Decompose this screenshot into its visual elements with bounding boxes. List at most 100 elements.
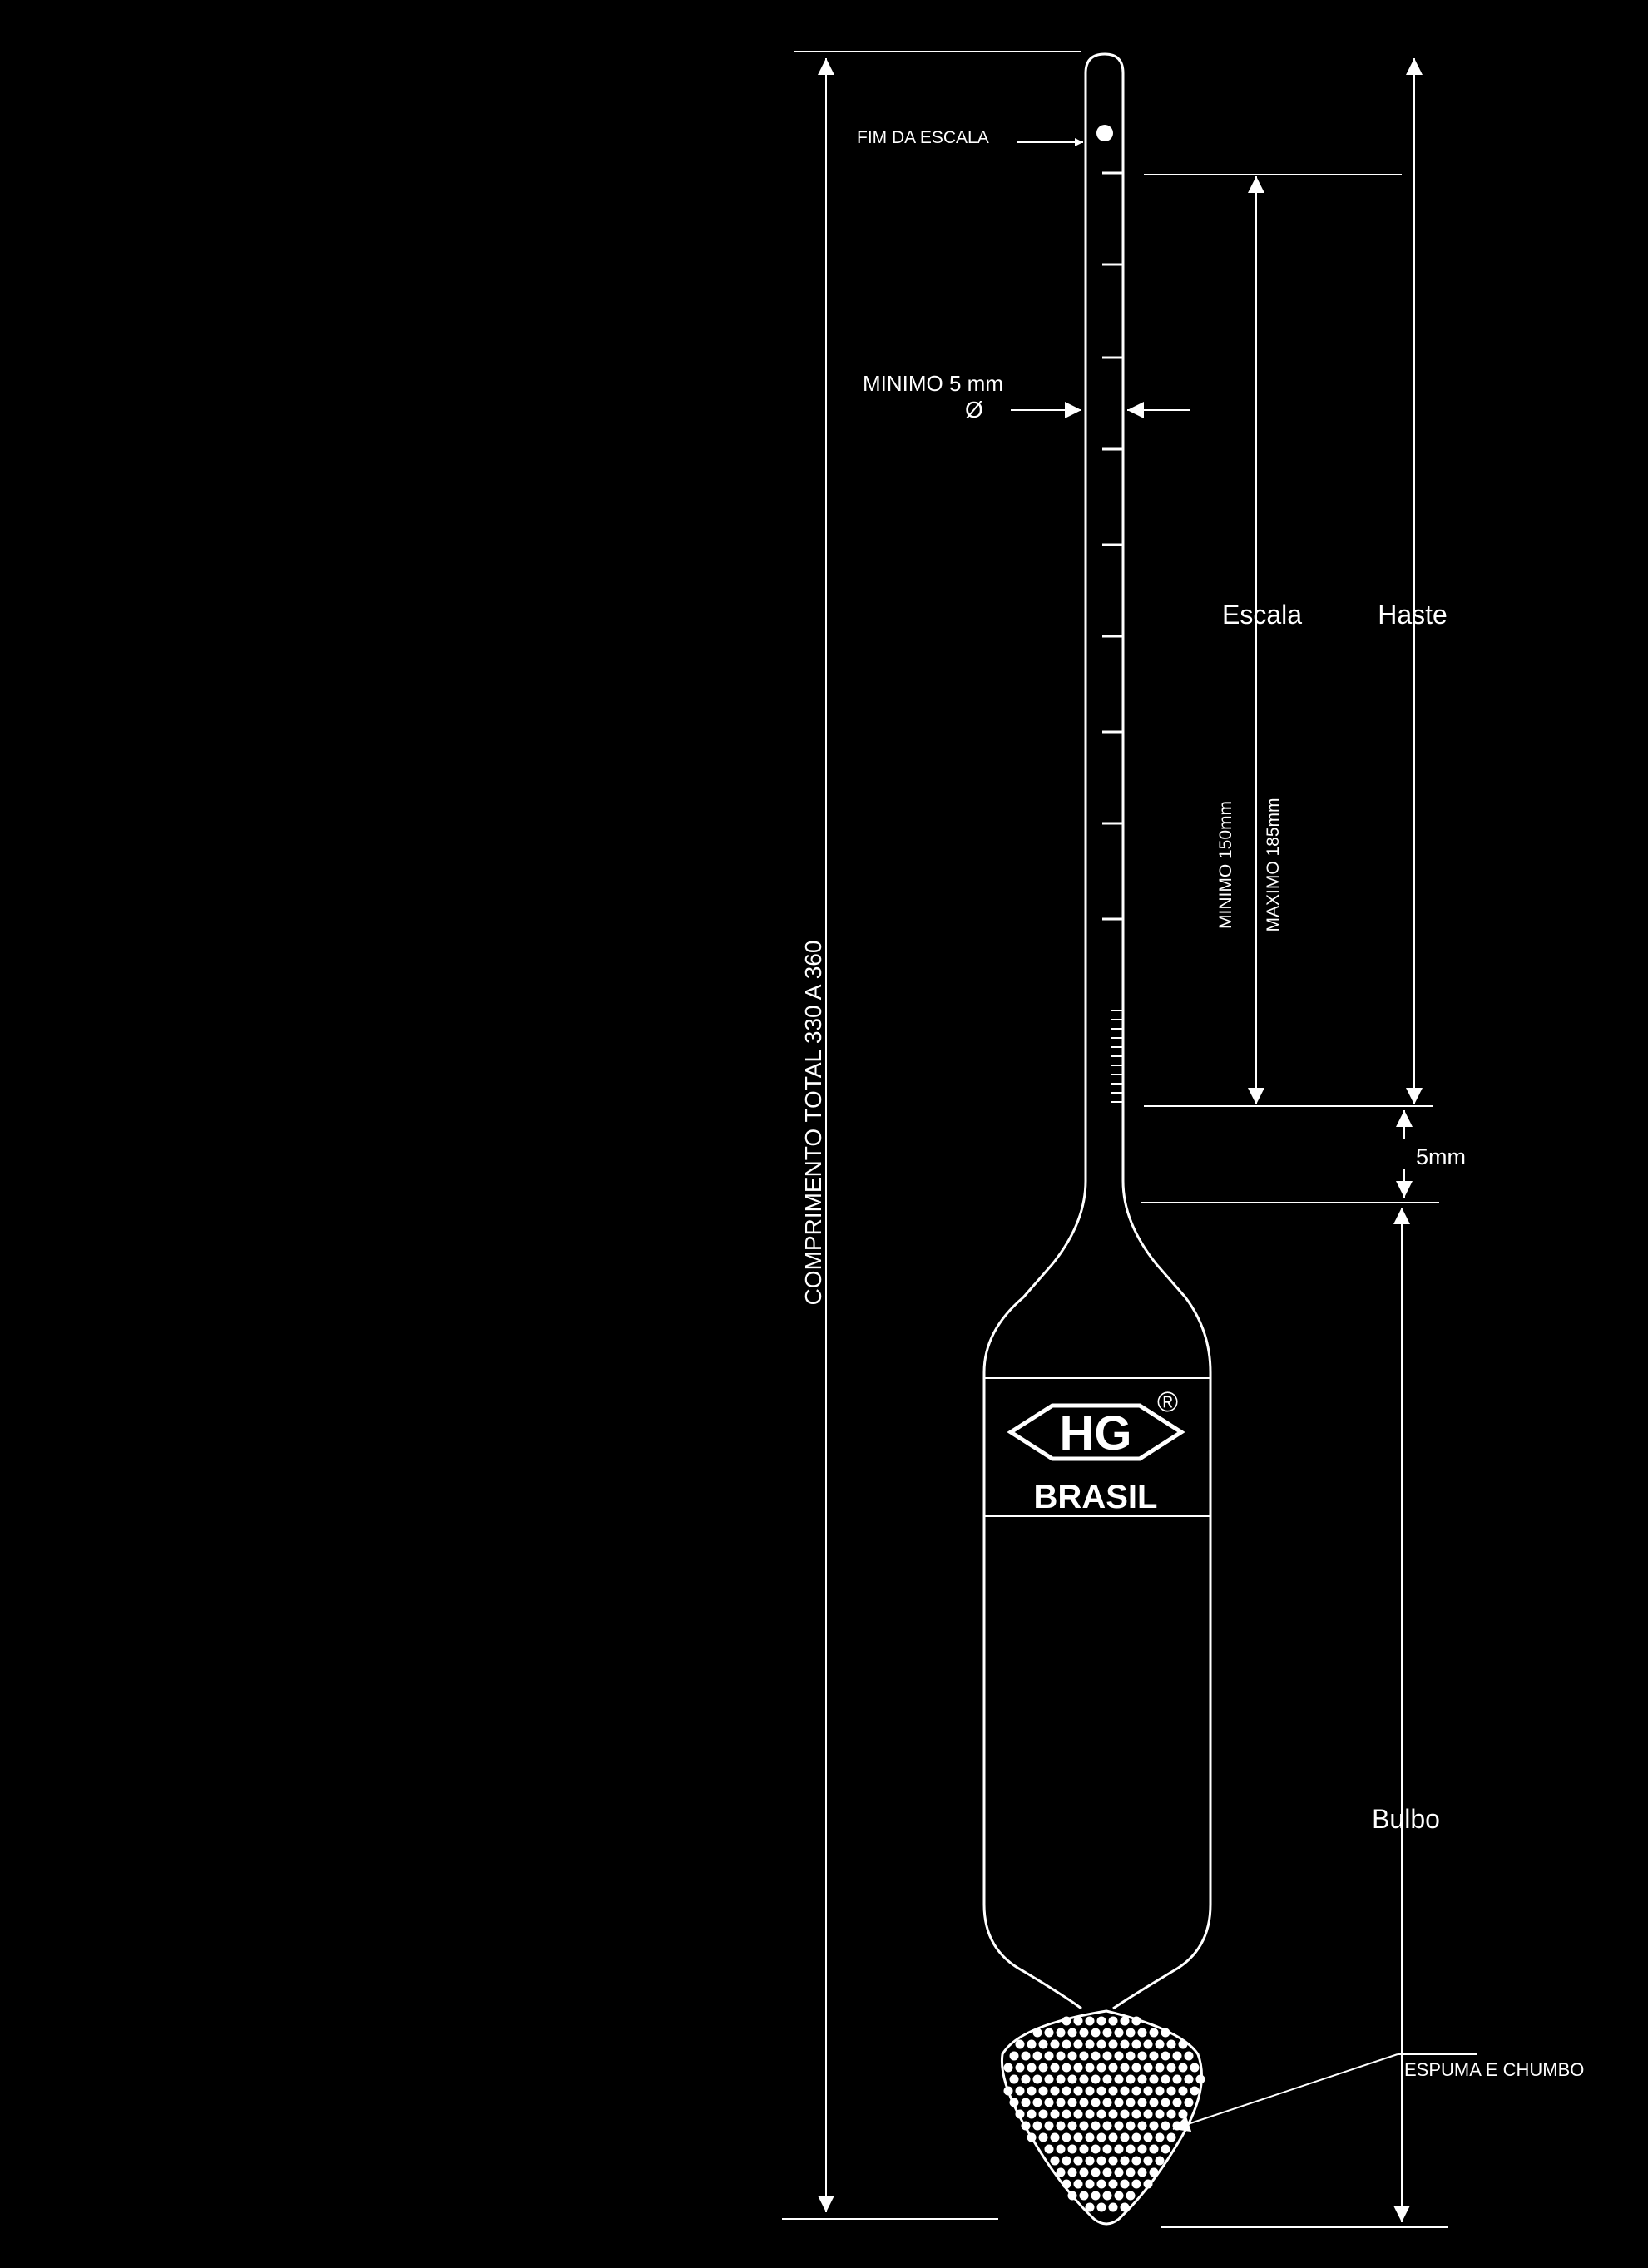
lead-shot bbox=[1073, 2016, 1083, 2026]
lead-shot bbox=[1126, 2191, 1136, 2201]
bulb-dimension: Bulbo bbox=[1161, 1208, 1448, 2228]
lead-shot bbox=[1067, 2144, 1077, 2154]
logo-brand: HG bbox=[1060, 1406, 1132, 1460]
lead-shot bbox=[1114, 2028, 1124, 2038]
lead-shot bbox=[1073, 2156, 1083, 2166]
lead-shot bbox=[1085, 2039, 1095, 2049]
lead-shot bbox=[1120, 2086, 1130, 2096]
lead-shot bbox=[1143, 2109, 1153, 2119]
lead-shot bbox=[1085, 2016, 1095, 2026]
lead-shot bbox=[1143, 2132, 1153, 2142]
lead-shot bbox=[1195, 2074, 1205, 2084]
diameter-symbol: Ø bbox=[965, 397, 983, 422]
lead-shot bbox=[1085, 2132, 1095, 2142]
lead-shot bbox=[1091, 2028, 1101, 2038]
lead-shot bbox=[1091, 2191, 1101, 2201]
lead-shot bbox=[1027, 2063, 1037, 2073]
lead-shot bbox=[1032, 2074, 1042, 2084]
lead-shot bbox=[1021, 2051, 1031, 2061]
lead-shot bbox=[1091, 2098, 1101, 2107]
lead-shot bbox=[1050, 2132, 1060, 2142]
lead-shot bbox=[1161, 2098, 1170, 2107]
scale-end-label: FIM DA ESCALA bbox=[857, 128, 989, 147]
lead-shot bbox=[1120, 2109, 1130, 2119]
lead-shot bbox=[1062, 2156, 1071, 2166]
lead-shot bbox=[1131, 2156, 1141, 2166]
lead-shot bbox=[1155, 2156, 1165, 2166]
lead-shot bbox=[1032, 2051, 1042, 2061]
lead-shot bbox=[1108, 2086, 1118, 2096]
lead-shot bbox=[1149, 2074, 1159, 2084]
lead-shot bbox=[1062, 2016, 1071, 2026]
lead-shot bbox=[1178, 2063, 1188, 2073]
lead-shot bbox=[1131, 2039, 1141, 2049]
lead-shot bbox=[1143, 2156, 1153, 2166]
scale-max-label: MAXIMO 185mm bbox=[1264, 798, 1283, 931]
lead-shot bbox=[1190, 2063, 1200, 2073]
lead-shot bbox=[1085, 2109, 1095, 2119]
lead-shot bbox=[1114, 2098, 1124, 2107]
hydrometer-outline bbox=[982, 52, 1212, 2010]
lead-shot bbox=[1172, 2098, 1182, 2107]
lead-shot bbox=[1178, 2109, 1188, 2119]
lead-shot bbox=[1079, 2074, 1089, 2084]
lead-shot bbox=[1166, 2109, 1176, 2119]
lead-shot bbox=[1079, 2051, 1089, 2061]
lead-shot bbox=[1044, 2098, 1054, 2107]
lead-shot bbox=[1062, 2109, 1071, 2119]
lead-shot bbox=[1062, 2132, 1071, 2142]
lead-shot bbox=[1149, 2098, 1159, 2107]
lead-shot bbox=[1114, 2051, 1124, 2061]
lead-shot bbox=[1131, 2179, 1141, 2189]
lead-shot bbox=[1137, 2144, 1147, 2154]
stem-diameter-callout: MINIMO 5 mm Ø bbox=[863, 371, 1190, 422]
lead-shot bbox=[1056, 2098, 1066, 2107]
lead-shot bbox=[1120, 2016, 1130, 2026]
lead-shot bbox=[1126, 2167, 1136, 2177]
lead-shot bbox=[1044, 2144, 1054, 2154]
lead-shot bbox=[1096, 2109, 1106, 2119]
lead-shot bbox=[1143, 2063, 1153, 2073]
lead-shot bbox=[1120, 2063, 1130, 2073]
lead-shot bbox=[1108, 2202, 1118, 2212]
lead-shot bbox=[1096, 2016, 1106, 2026]
lead-shot bbox=[1038, 2063, 1048, 2073]
lead-shot bbox=[1056, 2074, 1066, 2084]
lead-shot bbox=[1009, 2074, 1019, 2084]
lead-shot bbox=[1073, 2039, 1083, 2049]
lead-shot bbox=[1178, 2086, 1188, 2096]
stem-label: Haste bbox=[1378, 600, 1448, 630]
lead-shot bbox=[1137, 2098, 1147, 2107]
lead-shot bbox=[1085, 2086, 1095, 2096]
total-length-dimension: COMPRIMENTO TOTAL 330 A 360 bbox=[782, 51, 1081, 2220]
lead-shot bbox=[1114, 2144, 1124, 2154]
lead-shot bbox=[1166, 2039, 1176, 2049]
lead-shot bbox=[1067, 2098, 1077, 2107]
lead-shot bbox=[1079, 2191, 1089, 2201]
lead-shot bbox=[1096, 2086, 1106, 2096]
lead-shot bbox=[1009, 2098, 1019, 2107]
lead-shot bbox=[1178, 2039, 1188, 2049]
scale-label: Escala bbox=[1222, 600, 1302, 630]
lead-shot bbox=[1166, 2063, 1176, 2073]
lead-shot bbox=[1184, 2051, 1194, 2061]
lead-shot bbox=[1003, 2086, 1013, 2096]
bulb-label: Bulbo bbox=[1372, 1804, 1440, 1834]
lead-shot bbox=[1027, 2039, 1037, 2049]
lead-shot bbox=[1096, 2179, 1106, 2189]
lead-shot bbox=[1073, 2063, 1083, 2073]
lead-shot bbox=[1172, 2051, 1182, 2061]
lead-shot bbox=[1190, 2086, 1200, 2096]
lead-shot bbox=[1102, 2144, 1112, 2154]
lead-shot bbox=[1073, 2132, 1083, 2142]
lead-shot bbox=[1079, 2098, 1089, 2107]
logo-country: BRASIL bbox=[1034, 1479, 1158, 1515]
lead-shot bbox=[1032, 2121, 1042, 2131]
lead-shot bbox=[1067, 2167, 1077, 2177]
lead-shot bbox=[1184, 2074, 1194, 2084]
lead-shot bbox=[1096, 2039, 1106, 2049]
ballast bbox=[1000, 2009, 1205, 2226]
scale-ticks bbox=[1102, 171, 1123, 1103]
lead-shot bbox=[1056, 2144, 1066, 2154]
lead-shot bbox=[1079, 2167, 1089, 2177]
